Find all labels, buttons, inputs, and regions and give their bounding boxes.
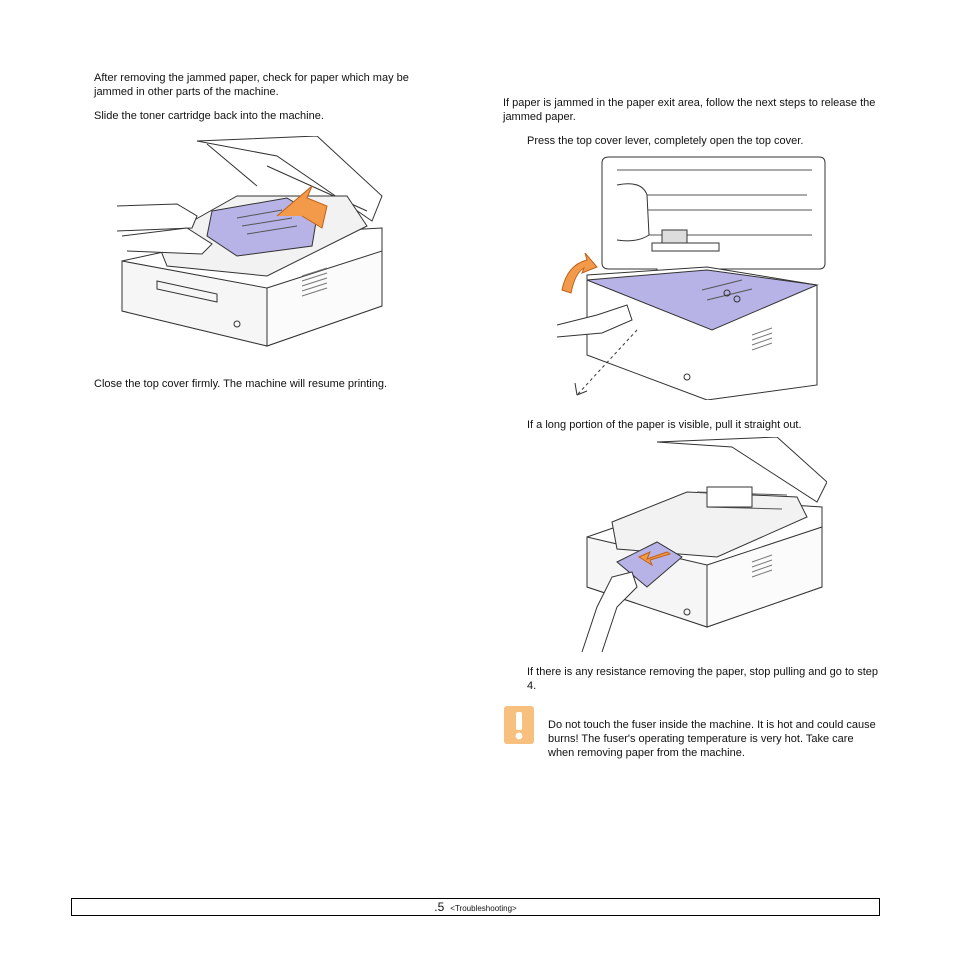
section-name: <Troubleshooting> [450,904,517,913]
para-slide-toner: Slide the toner cartridge back into the … [94,110,324,122]
para-exit-area: If paper is jammed in the paper exit are… [503,97,876,123]
step-pull-out: If a long portion of the paper is visibl… [527,419,802,431]
step-resistance: If there is any resistance removing the … [527,666,878,692]
page-footer: .5 <Troubleshooting> [71,898,880,916]
exclamation-caution-icon [503,706,535,744]
page-number: .5 [434,900,445,914]
footer-text: .5 <Troubleshooting> [72,900,879,916]
para-after-removing: After removing the jammed paper, check f… [94,72,409,98]
top-cover-lever-illustration [557,155,827,400]
pull-paper-illustration [557,437,827,652]
para-close-cover: Close the top cover firmly. The machine … [94,378,388,390]
caution-text: Do not touch the fuser inside the machin… [548,719,876,759]
toner-reinsert-illustration [117,136,387,352]
step-press-lever: Press the top cover lever, completely op… [527,135,804,147]
